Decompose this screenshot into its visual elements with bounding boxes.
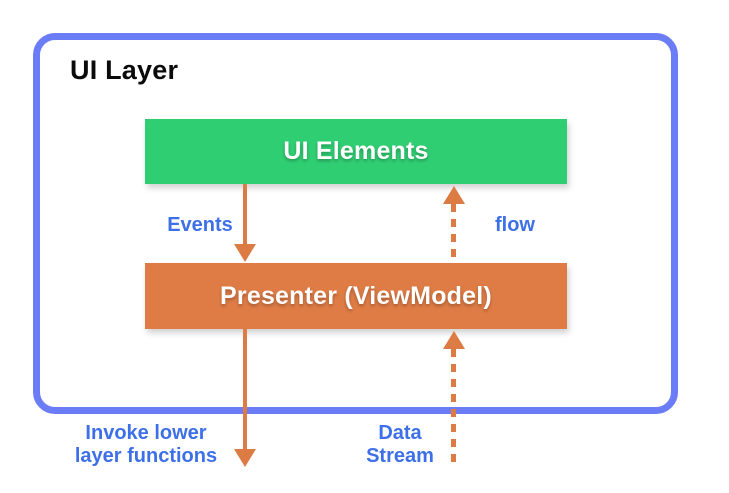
events-arrowhead-icon bbox=[234, 244, 256, 262]
presenter-box: Presenter (ViewModel) bbox=[145, 263, 567, 329]
invoke-arrow-line bbox=[243, 329, 247, 449]
invoke-arrowhead-icon bbox=[234, 449, 256, 467]
ui-layer-title: UI Layer bbox=[70, 55, 179, 85]
ui-layer-container bbox=[33, 33, 678, 414]
data-stream-label: Data Stream bbox=[366, 422, 434, 467]
presenter-label: Presenter (ViewModel) bbox=[220, 281, 492, 310]
data-stream-arrow-line bbox=[451, 349, 456, 463]
events-arrow-line bbox=[243, 184, 247, 244]
flow-arrow-line bbox=[451, 204, 456, 263]
events-label: Events bbox=[167, 214, 233, 236]
ui-elements-label: UI Elements bbox=[283, 137, 429, 165]
data-stream-arrowhead-icon bbox=[443, 331, 465, 349]
flow-label: flow bbox=[495, 214, 535, 236]
flow-arrowhead-icon bbox=[443, 186, 465, 204]
ui-elements-box: UI Elements bbox=[145, 119, 567, 184]
invoke-lower-layer-label: Invoke lower layer functions bbox=[74, 422, 218, 467]
